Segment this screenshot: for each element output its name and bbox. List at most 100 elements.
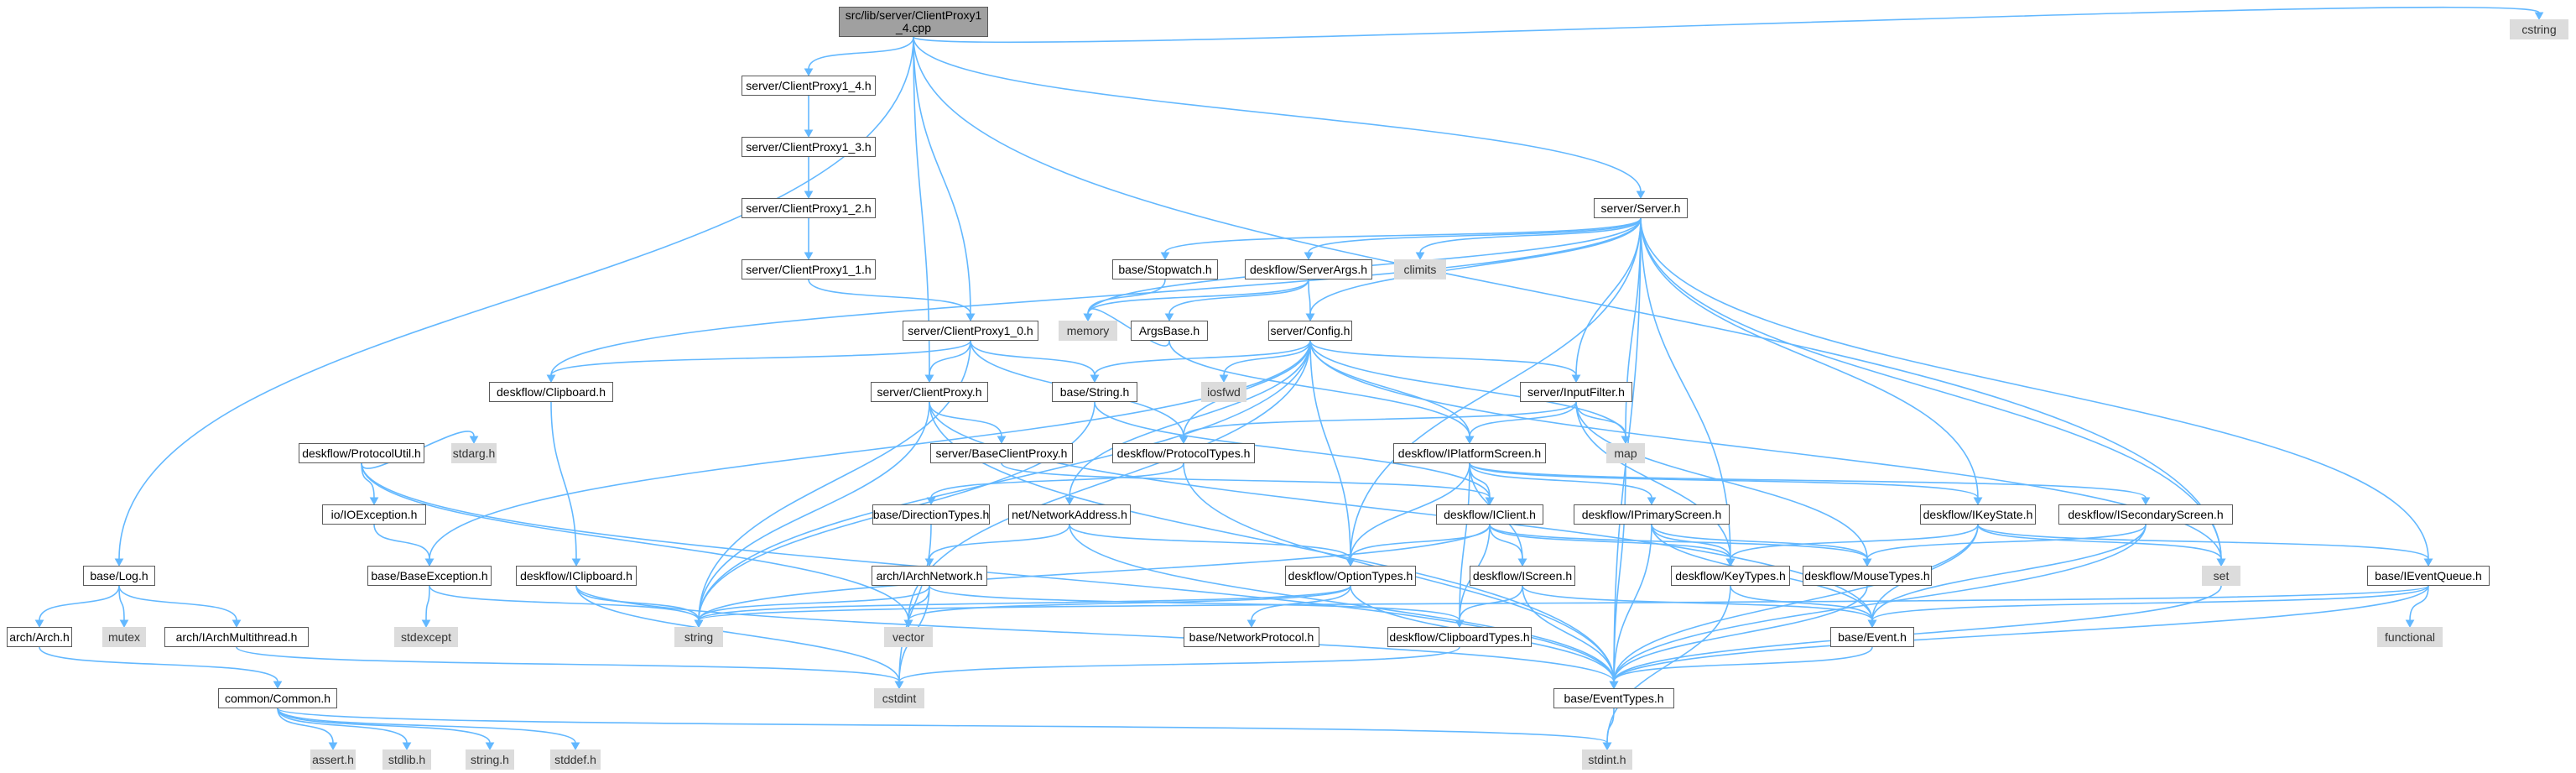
edge-server-to-optiontypes xyxy=(1350,217,1642,560)
edge-arrowhead xyxy=(1867,619,1877,629)
edge-iscreen-to-baseevent xyxy=(1522,585,1873,621)
edge-arrowhead xyxy=(1179,436,1189,445)
edge-iarchnetwork-to-string xyxy=(698,585,930,621)
edge-arrowhead xyxy=(1164,313,1174,322)
node-log[interactable]: base/Log.h xyxy=(83,566,155,586)
node-ioexception[interactable]: io/IOException.h xyxy=(322,504,426,525)
node-iscreen[interactable]: deskflow/IScreen.h xyxy=(1470,566,1575,586)
node-argsbase[interactable]: ArgsBase.h xyxy=(1131,321,1208,341)
edge-config-to-optiontypes xyxy=(1309,340,1351,560)
edge-iplatformscreen-to-clipboardtypes xyxy=(1459,462,1470,621)
node-root[interactable]: src/lib/server/ClientProxy1 _4.cpp xyxy=(839,7,988,37)
edge-argsbase-to-iplatformscreen xyxy=(1168,340,1470,437)
node-iclient[interactable]: deskflow/IClient.h xyxy=(1436,504,1543,525)
edge-mousetypes-to-eventtypes xyxy=(1613,585,1868,682)
node-cp14[interactable]: server/ClientProxy1_4.h xyxy=(742,76,876,96)
node-optiontypes[interactable]: deskflow/OptionTypes.h xyxy=(1285,566,1416,586)
node-stdlib: stdlib.h xyxy=(382,749,431,770)
node-clipboardtypes[interactable]: deskflow/ClipboardTypes.h xyxy=(1387,627,1532,647)
edge-inputfilter-to-iplatformscreen xyxy=(1469,401,1577,437)
node-clientproxy[interactable]: server/ClientProxy.h xyxy=(871,382,988,402)
node-keytypes[interactable]: deskflow/KeyTypes.h xyxy=(1671,566,1790,586)
node-vector: vector xyxy=(884,627,933,647)
edge-arrowhead xyxy=(804,68,814,77)
edge-config-to-iosfwd xyxy=(1223,340,1311,376)
node-cstdint: cstdint xyxy=(874,688,924,708)
edge-root-to-server xyxy=(913,36,1642,192)
node-mousetypes[interactable]: deskflow/MouseTypes.h xyxy=(1803,566,1932,586)
node-iarchnetwork[interactable]: arch/IArchNetwork.h xyxy=(872,566,987,586)
node-string: string xyxy=(674,627,723,647)
node-baseclientproxy[interactable]: server/BaseClientProxy.h xyxy=(930,443,1073,463)
edge-arrowhead xyxy=(1305,313,1315,322)
edge-root-to-log xyxy=(118,36,914,560)
edge-cp10-to-basestring xyxy=(970,340,1095,376)
node-config[interactable]: server/Config.h xyxy=(1268,321,1352,341)
node-networkprotocol[interactable]: base/NetworkProtocol.h xyxy=(1184,627,1319,647)
edge-cp10-to-clipboard xyxy=(550,340,971,376)
node-basestring[interactable]: base/String.h xyxy=(1052,382,1137,402)
node-serverargs[interactable]: deskflow/ServerArgs.h xyxy=(1245,259,1372,279)
edge-server-to-config xyxy=(1309,217,1642,315)
node-set: set xyxy=(2202,566,2240,586)
node-iprimaryscreen[interactable]: deskflow/IPrimaryScreen.h xyxy=(1574,504,1730,525)
edge-arrowhead xyxy=(1455,619,1465,629)
edge-iplatformscreen-to-optiontypes xyxy=(1350,462,1470,560)
edge-protocolutil-to-vector xyxy=(361,462,909,621)
edge-iclient-to-mousetypes xyxy=(1489,524,1868,560)
node-cp11[interactable]: server/ClientProxy1_1.h xyxy=(742,259,876,279)
node-iclipboard[interactable]: deskflow/IClipboard.h xyxy=(516,566,637,586)
edge-arrowhead xyxy=(570,742,580,751)
edge-arrowhead xyxy=(2216,558,2226,567)
node-functional: functional xyxy=(2377,627,2443,647)
edge-server-to-serverargs xyxy=(1308,217,1642,253)
node-stopwatch[interactable]: base/Stopwatch.h xyxy=(1112,259,1218,279)
edge-arrowhead xyxy=(273,681,283,690)
node-protocolutil[interactable]: deskflow/ProtocolUtil.h xyxy=(299,443,424,463)
edge-iclipboard-to-eventtypes xyxy=(575,585,1615,682)
node-isecondaryscreen[interactable]: deskflow/ISecondaryScreen.h xyxy=(2058,504,2233,525)
edge-log-to-arch xyxy=(39,585,120,621)
edge-ieventqueue-to-baseevent xyxy=(1871,585,2429,621)
edge-server-to-ieventqueue xyxy=(1640,217,2429,560)
edge-keytypes-to-stdint xyxy=(1606,585,1731,744)
edge-arrowhead xyxy=(328,742,338,751)
edge-root-to-set xyxy=(913,36,2222,560)
edge-arrowhead xyxy=(1219,374,1229,384)
edge-arrowhead xyxy=(571,558,581,567)
node-directiontypes[interactable]: base/DirectionTypes.h xyxy=(872,504,990,525)
node-baseevent[interactable]: base/Event.h xyxy=(1830,627,1914,647)
node-iarchmultithread[interactable]: arch/IArchMultithread.h xyxy=(164,627,309,647)
edge-iarchmultithread-to-cstdint xyxy=(236,646,900,682)
edge-common-to-stdint xyxy=(277,708,1608,744)
node-cp13[interactable]: server/ClientProxy1_3.h xyxy=(742,137,876,157)
node-server[interactable]: server/Server.h xyxy=(1594,198,1688,218)
edge-config-to-inputfilter xyxy=(1309,340,1577,376)
node-networkaddress[interactable]: net/NetworkAddress.h xyxy=(1008,504,1131,525)
node-cp12[interactable]: server/ClientProxy1_2.h xyxy=(742,198,876,218)
node-ikeystate[interactable]: deskflow/IKeyState.h xyxy=(1920,504,2036,525)
node-eventtypes[interactable]: base/EventTypes.h xyxy=(1553,688,1674,708)
edge-arrowhead xyxy=(1973,497,1983,506)
edge-arrowhead xyxy=(402,742,412,751)
edge-ikeystate-to-set xyxy=(1977,524,2222,560)
node-stdint: stdint.h xyxy=(1582,749,1632,770)
edge-protocoltypes-to-directiontypes xyxy=(930,462,1184,499)
node-ieventqueue[interactable]: base/IEventQueue.h xyxy=(2367,566,2490,586)
node-arch[interactable]: arch/Arch.h xyxy=(7,627,72,647)
node-inputfilter[interactable]: server/InputFilter.h xyxy=(1520,382,1632,402)
edge-baseexception-to-stdexcept xyxy=(425,585,430,621)
edge-arrowhead xyxy=(1345,558,1356,567)
edge-iclipboard-to-cstdint xyxy=(575,585,900,682)
node-baseexception[interactable]: base/BaseException.h xyxy=(367,566,492,586)
node-clipboard[interactable]: deskflow/Clipboard.h xyxy=(489,382,613,402)
edge-arrowhead xyxy=(894,681,904,690)
node-iplatformscreen[interactable]: deskflow/IPlatformScreen.h xyxy=(1393,443,1546,463)
edge-networkaddress-to-iarchnetwork xyxy=(929,524,1070,560)
node-cp10[interactable]: server/ClientProxy1_0.h xyxy=(903,321,1038,341)
node-common[interactable]: common/Common.h xyxy=(218,688,337,708)
node-protocoltypes[interactable]: deskflow/ProtocolTypes.h xyxy=(1112,443,1255,463)
edge-common-to-stdlib xyxy=(277,708,408,744)
edge-root-to-cp14 xyxy=(808,36,914,70)
